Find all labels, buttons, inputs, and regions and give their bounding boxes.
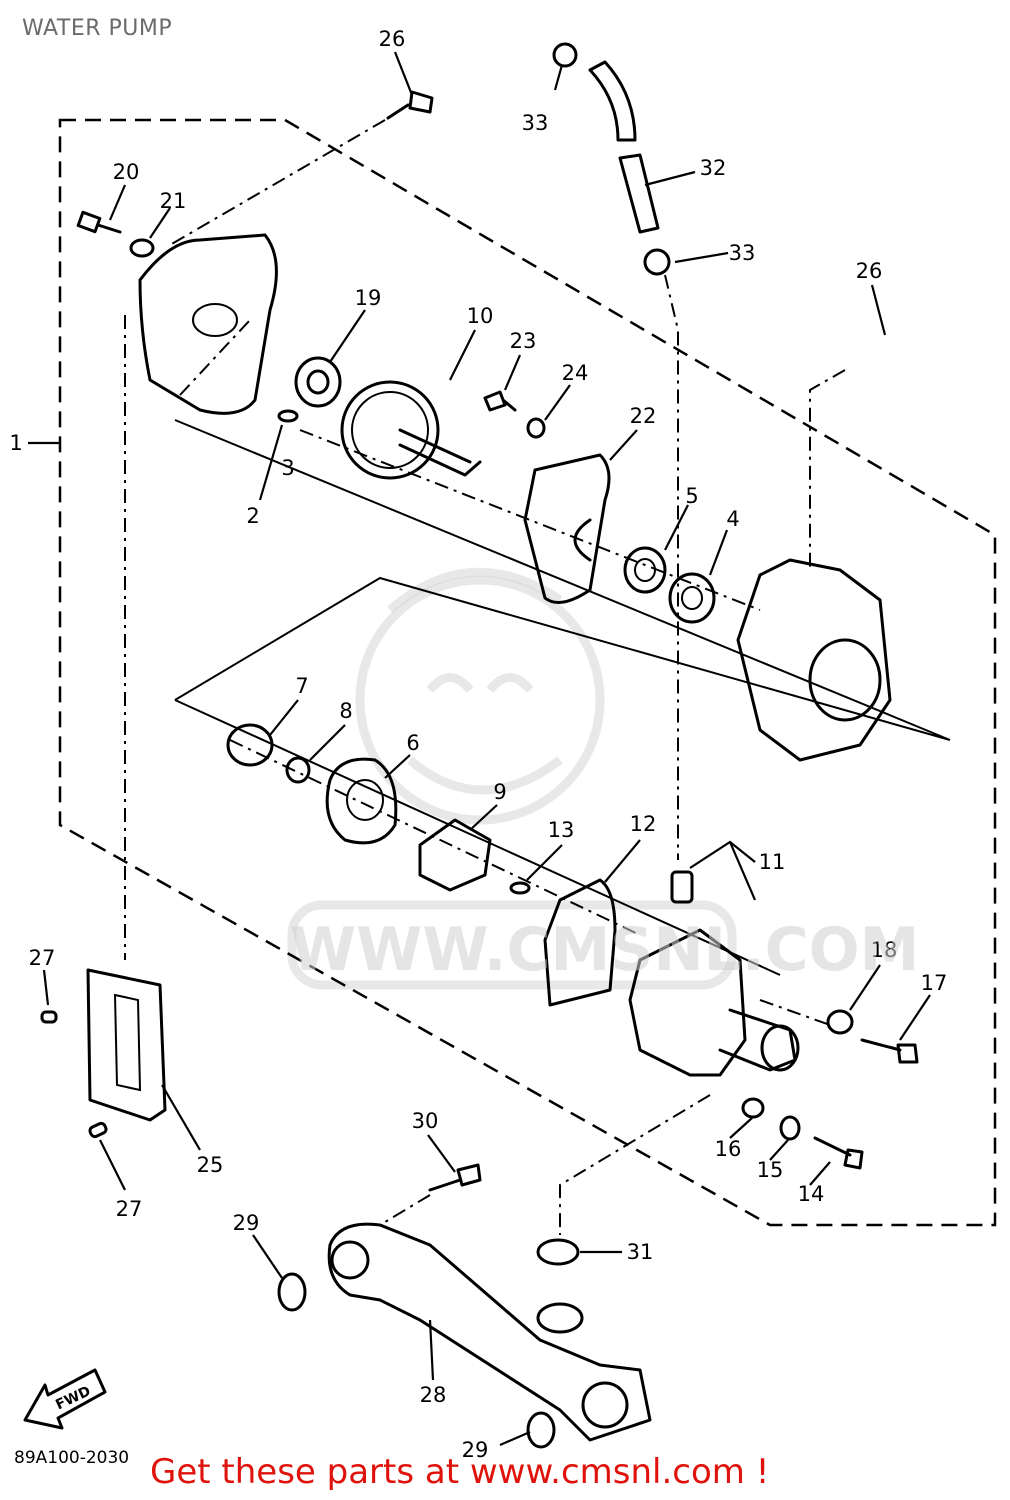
dowel-2	[277, 409, 299, 423]
callout-29-upper: 29	[233, 1211, 260, 1235]
callout-31: 31	[627, 1240, 654, 1264]
callout-26-right: 26	[856, 259, 883, 283]
axis-line-upper	[179, 319, 761, 611]
callout-27-lower: 27	[116, 1197, 143, 1221]
callout-15: 15	[757, 1158, 784, 1182]
washer-18	[826, 1009, 854, 1035]
oring-axis	[559, 1094, 711, 1235]
crankcase-cover	[138, 233, 278, 415]
callout-11: 11	[759, 850, 786, 874]
bolt-14	[813, 1136, 864, 1170]
callout-17: 17	[921, 971, 948, 995]
callout-26-upper: 26	[379, 27, 406, 51]
oring-31	[536, 1238, 580, 1266]
bolt-axis-26	[169, 119, 386, 246]
callout-30: 30	[412, 1109, 439, 1133]
bolt-17	[860, 1038, 919, 1064]
callout-18: 18	[871, 938, 898, 962]
bolt-26-upper	[386, 90, 434, 120]
bolt-axis-26b	[809, 369, 846, 570]
hose-32	[588, 60, 660, 234]
callout-7: 7	[295, 674, 308, 698]
dowel-27-lower	[88, 1121, 108, 1139]
bolt30-axis	[379, 1194, 431, 1226]
callout-33-upper: 33	[522, 111, 549, 135]
impeller-9	[418, 818, 492, 892]
callout-28: 28	[420, 1383, 447, 1407]
clamp-33-lower	[643, 248, 671, 276]
callout-25: 25	[197, 1153, 224, 1177]
pump-cover	[628, 928, 800, 1077]
impeller-shaft-gear-10	[340, 380, 482, 480]
callout-32: 32	[700, 156, 727, 180]
dowel-13	[509, 881, 531, 895]
oring-29-upper	[277, 1272, 307, 1312]
oil-seal-5	[623, 546, 667, 594]
clamp-33-upper	[552, 42, 578, 68]
washer-24	[526, 417, 546, 439]
callout-13: 13	[548, 818, 575, 842]
washer-16	[741, 1097, 765, 1119]
pump-housing	[736, 558, 892, 762]
callout-16: 16	[715, 1137, 742, 1161]
callout-3: 3	[281, 456, 294, 480]
hose-axis	[664, 274, 679, 860]
housing-bore	[808, 638, 882, 722]
page-title: WATER PUMP	[22, 16, 173, 41]
gasket-12	[543, 878, 617, 1007]
leader-lines	[28, 51, 931, 1447]
callout-19: 19	[355, 286, 382, 310]
bolt-20	[76, 210, 122, 234]
watermark-text: WWW.CMSNL.COM	[290, 915, 920, 985]
callout-21: 21	[160, 189, 187, 213]
callout-27-upper: 27	[29, 946, 56, 970]
callout-29-lower: 29	[462, 1438, 489, 1462]
callout-2: 2	[246, 504, 259, 528]
cover-opening	[192, 303, 238, 337]
promo-link-text[interactable]: Get these parts at www.cmsnl.com !	[150, 1452, 770, 1492]
callout-14: 14	[798, 1182, 825, 1206]
washer-8	[285, 756, 311, 784]
oring-29-lower	[526, 1411, 556, 1449]
bearing-4	[668, 572, 716, 624]
plate-22	[523, 453, 611, 604]
phantom-outline-upper	[174, 419, 951, 976]
bearing-19	[294, 356, 342, 408]
callout-22: 22	[630, 404, 657, 428]
callout-numbers: 1 2 3 4 5 6 7 8 9 10 11 12 13 14 15 16 1…	[9, 27, 947, 1462]
fwd-arrow: FWD	[23, 1368, 107, 1430]
axis-line-lower	[229, 739, 831, 1026]
callout-20: 20	[113, 160, 140, 184]
callout-23: 23	[510, 329, 537, 353]
dowel-27-upper	[40, 1010, 58, 1024]
bolt-30	[428, 1163, 482, 1192]
fitting-11	[670, 870, 694, 904]
water-pipe-28	[327, 1222, 652, 1442]
washer-15	[779, 1115, 801, 1141]
mechanical-seal-6	[325, 757, 398, 845]
callout-33-lower: 33	[729, 241, 756, 265]
callout-4: 4	[726, 507, 739, 531]
assembly-boundary	[58, 118, 997, 1227]
callout-24: 24	[562, 361, 589, 385]
gasket-25	[86, 968, 167, 1122]
callout-5: 5	[685, 484, 698, 508]
callout-12: 12	[630, 812, 657, 836]
callout-8: 8	[339, 699, 352, 723]
drawing-code: 89A100-2030	[14, 1448, 130, 1468]
callout-1: 1	[9, 431, 22, 455]
washer-21	[129, 238, 155, 258]
collar-7	[226, 723, 274, 767]
callout-6: 6	[406, 731, 419, 755]
bolt-23	[483, 390, 517, 412]
callout-9: 9	[493, 780, 506, 804]
callout-10: 10	[467, 304, 494, 328]
